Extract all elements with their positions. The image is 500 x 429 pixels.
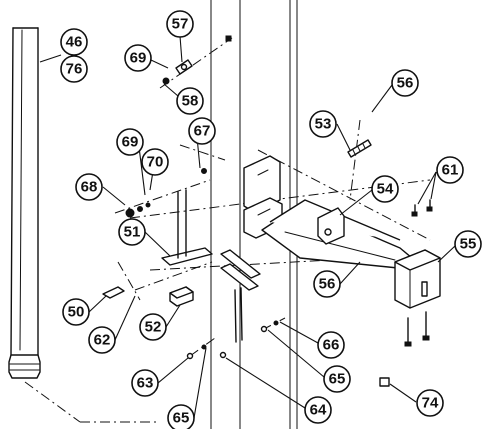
- callout-54: 54: [371, 175, 399, 203]
- left-parts: [102, 144, 390, 387]
- callout-62: 62: [88, 326, 116, 354]
- arm-assembly: [129, 119, 441, 347]
- callout-70: 70: [141, 148, 169, 176]
- svg-text:51: 51: [124, 224, 141, 241]
- svg-text:74: 74: [422, 395, 439, 412]
- svg-text:64: 64: [310, 402, 327, 419]
- svg-text:46: 46: [66, 34, 83, 51]
- callout-58: 58: [176, 87, 204, 115]
- callout-56: 56: [391, 69, 419, 97]
- svg-text:58: 58: [182, 93, 199, 110]
- svg-text:63: 63: [137, 375, 154, 392]
- callout-65: 65: [323, 365, 351, 393]
- callout-65: 65: [167, 404, 195, 429]
- svg-text:69: 69: [122, 134, 139, 151]
- svg-text:68: 68: [81, 179, 98, 196]
- svg-text:52: 52: [145, 319, 162, 336]
- callout-67: 67: [188, 117, 216, 145]
- top-fasteners: [159, 35, 233, 89]
- callout-46: 46: [60, 28, 88, 56]
- callout-50: 50: [62, 298, 90, 326]
- callout-55: 55: [454, 230, 482, 258]
- callout-52: 52: [139, 313, 167, 341]
- callout-66: 66: [317, 331, 345, 359]
- pole: [8, 27, 160, 423]
- callout-64: 64: [304, 396, 332, 424]
- svg-text:57: 57: [172, 16, 189, 33]
- svg-text:69: 69: [130, 50, 147, 67]
- svg-text:66: 66: [323, 337, 340, 354]
- callout-61: 61: [436, 156, 464, 184]
- svg-text:55: 55: [460, 236, 477, 253]
- svg-text:65: 65: [329, 371, 346, 388]
- svg-text:56: 56: [397, 75, 414, 92]
- svg-text:65: 65: [173, 410, 190, 427]
- callout-76: 76: [60, 55, 88, 83]
- callout-51: 51: [118, 218, 146, 246]
- svg-text:53: 53: [315, 116, 332, 133]
- callout-69: 69: [116, 128, 144, 156]
- svg-text:61: 61: [442, 162, 459, 179]
- svg-text:67: 67: [194, 123, 211, 140]
- callout-57: 57: [166, 10, 194, 38]
- svg-text:76: 76: [66, 61, 83, 78]
- callout-56: 56: [313, 270, 341, 298]
- svg-text:70: 70: [147, 154, 164, 171]
- callout-74: 74: [416, 389, 444, 417]
- svg-text:54: 54: [377, 181, 394, 198]
- callout-68: 68: [75, 173, 103, 201]
- leader-lines: [39, 35, 456, 419]
- svg-text:62: 62: [94, 332, 111, 349]
- svg-text:56: 56: [319, 276, 336, 293]
- callout-69: 69: [124, 44, 152, 72]
- callout-63: 63: [131, 369, 159, 397]
- svg-text:50: 50: [68, 304, 85, 321]
- callout-53: 53: [309, 110, 337, 138]
